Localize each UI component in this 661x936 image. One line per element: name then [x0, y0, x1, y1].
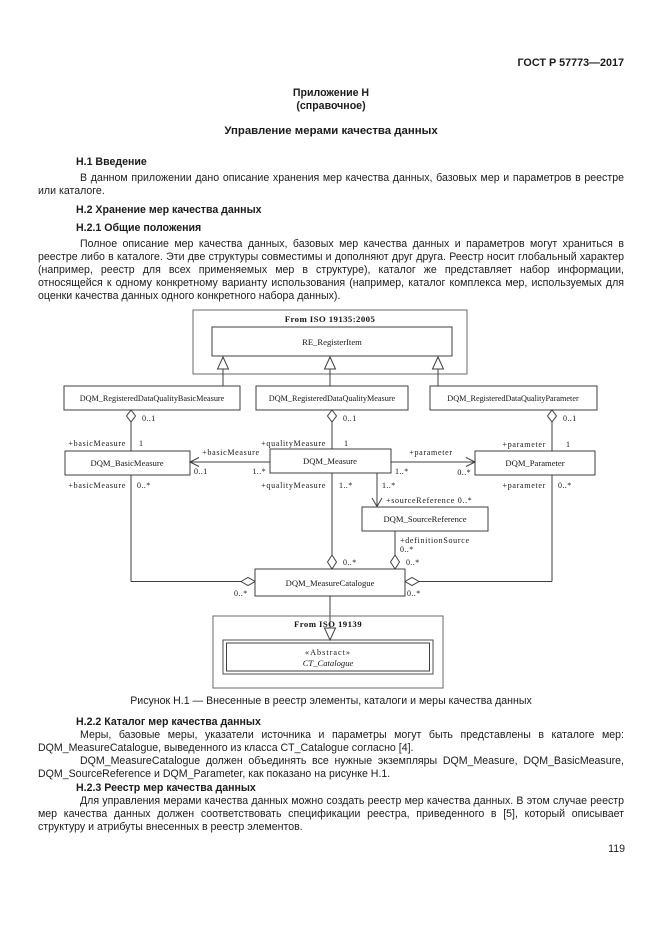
class-reg-basic-measure: DQM_RegisteredDataQualityBasicMeasure	[63, 385, 241, 411]
page-title: Управление мерами качества данных	[224, 125, 438, 137]
multiplicity: 0..*	[457, 468, 471, 477]
multiplicity: 1..*	[395, 467, 409, 476]
role-label: +sourceReference 0..*	[386, 496, 473, 505]
association-measure-parameter: +parameter 1..* 0..*	[391, 448, 477, 477]
paragraph: Для управления мерами качества данных мо…	[38, 795, 624, 833]
generalization-triangle-icon	[216, 355, 230, 370]
role-label: +parameter	[503, 440, 547, 449]
package-iso-19139: From ISO 19139 «Abstract» CT_Catalogue	[212, 615, 444, 689]
role-label: +definitionSource	[400, 536, 470, 545]
generalization-triangle-icon	[323, 355, 337, 370]
aggregation-diamond-icon	[326, 554, 338, 570]
paragraph: Меры, базовые меры, указатели источника …	[38, 729, 624, 754]
heading-n1: Н.1 Введение	[76, 156, 147, 168]
class-name: DQM_BasicMeasure	[90, 458, 163, 468]
class-measure: DQM_Measure	[269, 448, 392, 474]
multiplicity: 0..*	[234, 589, 248, 598]
aggregation-regmeasure-measure: 0..1 +qualityMeasure 1	[261, 409, 357, 449]
generalization-links	[216, 355, 445, 386]
association-measure-sourcereference: 1..* +sourceReference 0..*	[371, 473, 473, 508]
paragraph: В данном приложении дано описание хранен…	[38, 172, 624, 197]
class-name: DQM_Measure	[303, 456, 357, 466]
multiplicity: 0..*	[407, 589, 421, 598]
multiplicity: 1..*	[339, 481, 353, 490]
class-reg-parameter: DQM_RegisteredDataQualityParameter	[429, 385, 598, 411]
multiplicity: 0..*	[137, 481, 151, 490]
class-box-ct-catalogue-outer	[222, 639, 434, 675]
aggregation-diamond-icon	[125, 409, 137, 423]
doc-code: ГОСТ Р 57773—2017	[517, 57, 624, 69]
association-measure-basicmeasure: +basicMeasure 0..1 1..*	[188, 448, 270, 476]
class-source-reference: DQM_SourceReference	[361, 506, 489, 532]
class-name: DQM_RegisteredDataQualityBasicMeasure	[80, 394, 225, 403]
class-parameter: DQM_Parameter	[474, 450, 596, 476]
role-label: +basicMeasure	[68, 481, 126, 490]
open-arrowhead-icon	[465, 457, 477, 467]
role-label: +parameter	[409, 448, 453, 457]
role-label: +basicMeasure	[68, 439, 126, 448]
class-name: DQM_SourceReference	[383, 514, 466, 524]
aggregation-diamond-icon	[546, 409, 558, 423]
heading-n21: Н.2.1 Общие положения	[76, 222, 202, 234]
class-measure-catalogue: DQM_MeasureCatalogue	[254, 568, 406, 597]
generalization-catalogue-ctcatalogue	[323, 596, 337, 642]
aggregation-diamond-icon	[239, 576, 257, 587]
stereotype-label: «Abstract»	[305, 648, 351, 657]
aggregation-regbasic-basicmeasure: 0..1 +basicMeasure 1	[68, 409, 156, 451]
aggregation-diamond-icon	[403, 576, 421, 587]
paragraph: Полное описание мер качества данных, баз…	[38, 238, 624, 302]
multiplicity: 1	[566, 440, 570, 449]
heading-n2: Н.2 Хранение мер качества данных	[76, 204, 262, 216]
aggregation-catalogue-definitionsource: +definitionSource 0..* 0..*	[389, 531, 470, 570]
heading-n22: Н.2.2 Каталог мер качества данных	[76, 716, 261, 728]
class-box-ct-catalogue	[226, 642, 430, 672]
page-number: 119	[608, 843, 625, 855]
multiplicity: 0..1	[194, 467, 208, 476]
package-iso-19135: From ISO 19135:2005 RE_RegisterItem	[192, 309, 468, 375]
multiplicity: 0..*	[400, 545, 414, 554]
multiplicity: 0..*	[343, 558, 357, 567]
appendix-note: (справочное)	[296, 100, 366, 112]
multiplicity: 0..1	[343, 414, 357, 423]
class-basic-measure: DQM_BasicMeasure	[64, 450, 191, 476]
multiplicity: 0..*	[406, 558, 420, 567]
aggregation-regparameter-parameter: 0..1 +parameter 1	[503, 409, 577, 451]
role-label: +qualityMeasure	[261, 439, 326, 448]
generalization-triangle-icon	[323, 627, 337, 642]
role-label: +parameter	[503, 481, 547, 490]
generalization-triangle-icon	[431, 355, 445, 370]
multiplicity: 0..1	[142, 414, 156, 423]
aggregation-catalogue-parameter: +parameter 0..* 0..*	[403, 475, 572, 598]
class-name: RE_RegisterItem	[302, 337, 362, 347]
figure-n1-diagram: From ISO 19135:2005 RE_RegisterItem	[38, 308, 624, 690]
figure-caption: Рисунок Н.1 — Внесенные в реестр элемент…	[130, 695, 532, 707]
class-name: DQM_RegisteredDataQualityParameter	[447, 394, 579, 403]
multiplicity: 1	[344, 439, 348, 448]
class-reg-measure: DQM_RegisteredDataQualityMeasure	[255, 385, 409, 411]
multiplicity: 0..1	[563, 414, 577, 423]
multiplicity: 1..*	[382, 481, 396, 490]
multiplicity: 0..*	[558, 481, 572, 490]
package-label: From ISO 19135:2005	[285, 314, 376, 324]
class-name: DQM_RegisteredDataQualityMeasure	[269, 394, 396, 403]
package-border	[212, 615, 444, 689]
aggregation-diamond-icon	[326, 409, 338, 423]
class-name: DQM_Parameter	[505, 458, 564, 468]
paragraph: DQM_MeasureCatalogue должен объединять в…	[38, 755, 624, 780]
role-label: +basicMeasure	[202, 448, 260, 457]
heading-n23: Н.2.3 Реестр мер качества данных	[76, 782, 256, 794]
open-arrowhead-icon	[188, 457, 200, 467]
appendix-label: Приложение Н	[292, 87, 370, 99]
aggregation-catalogue-qualitymeasure: +qualityMeasure 1..* 0..*	[261, 473, 357, 570]
package-label: From ISO 19139	[294, 619, 362, 629]
class-name: DQM_MeasureCatalogue	[286, 578, 375, 588]
multiplicity: 1	[139, 439, 143, 448]
aggregation-diamond-icon	[389, 554, 401, 570]
class-name: CT_Catalogue	[303, 658, 354, 668]
aggregation-catalogue-basicmeasure: +basicMeasure 0..* 0..*	[68, 475, 257, 598]
multiplicity: 1..*	[252, 467, 266, 476]
role-label: +qualityMeasure	[261, 481, 326, 490]
class-box-re-registeritem	[211, 326, 453, 357]
